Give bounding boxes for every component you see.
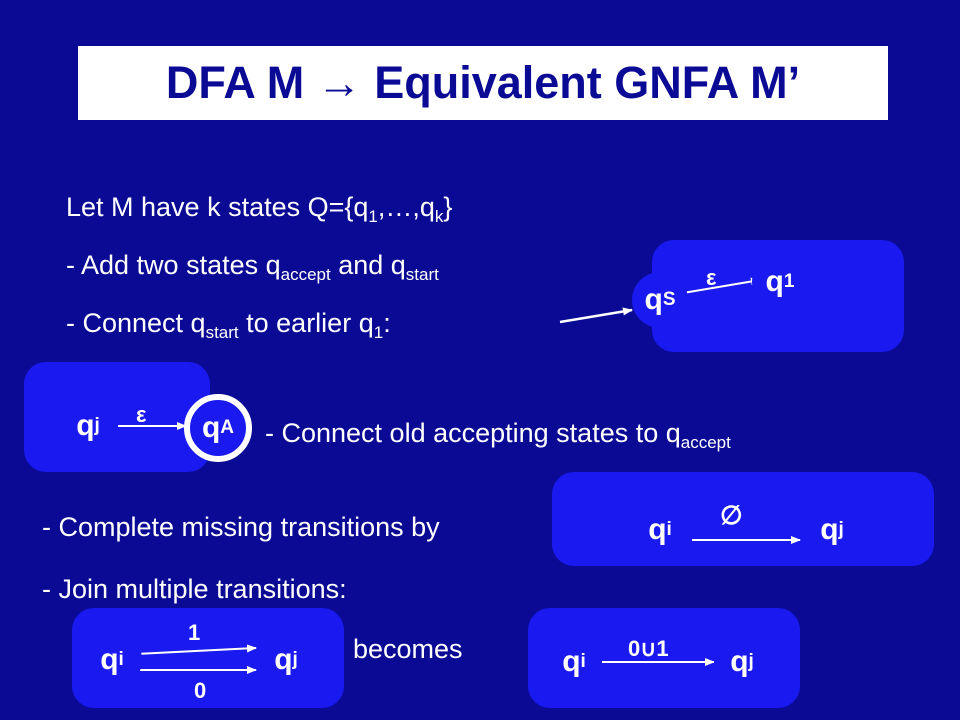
arrow-multi-top: [135, 644, 257, 655]
line-add-sub-accept: accept: [280, 265, 331, 284]
line-accept-sub-accept: accept: [680, 433, 731, 452]
state-q-start-sub: S: [662, 289, 676, 310]
state-qj-union-sub: j: [748, 651, 754, 672]
title-box: DFA M → Equivalent GNFA M’: [78, 46, 888, 120]
state-q1-sub: 1: [783, 271, 795, 292]
line-join-text: - Join multiple transitions:: [42, 574, 347, 604]
state-qi-empty-letter: q: [648, 513, 667, 546]
line-connect-sub-1: 1: [373, 323, 384, 342]
state-qj-multi-letter: q: [274, 643, 293, 676]
line-add-sub-start: start: [405, 265, 439, 284]
becomes-text: becomes: [353, 634, 463, 664]
line-complete-text: - Complete missing transitions by: [42, 512, 440, 542]
line-add-states: - Add two states qaccept and qstart: [66, 250, 439, 285]
line-complete: - Complete missing transitions by: [42, 512, 440, 543]
line-states-sub-k: k: [434, 207, 444, 226]
label-empty-set: ∅: [720, 500, 743, 530]
line-add-text-a: - Add two states q: [66, 250, 281, 280]
arrow-start-to-q1: [682, 277, 761, 294]
state-q1-letter: q: [765, 265, 784, 298]
line-states-sub-1: 1: [368, 207, 378, 226]
state-qj-multi-sub: j: [292, 649, 298, 670]
state-q-accept-sub: A: [220, 417, 235, 438]
line-connect-start: - Connect qstart to earlier q1:: [66, 308, 391, 343]
line-connect-sub-start: start: [205, 323, 239, 342]
state-qj-accept-letter: q: [76, 409, 95, 442]
line-connect-text-b: to earlier q: [238, 308, 374, 338]
state-qj-union-letter: q: [730, 645, 749, 678]
line-states-text-a: Let M have k states Q={q: [66, 192, 369, 222]
state-qi-union-letter: q: [562, 645, 581, 678]
label-multi-1: 1: [188, 620, 201, 645]
state-qi-multi-sub: i: [118, 649, 124, 670]
line-connect-accept: - Connect old accepting states to qaccep…: [265, 418, 731, 453]
empty-panel: [552, 472, 934, 566]
state-qi-empty-sub: i: [666, 519, 672, 540]
label-union: 0∪1: [628, 636, 669, 661]
accept-panel: [24, 362, 210, 472]
line-connect-text-c: :: [383, 308, 391, 338]
state-qj-empty-letter: q: [820, 513, 839, 546]
arrow-into-start: [559, 307, 633, 324]
state-q-accept-letter: q: [201, 411, 221, 444]
state-qi-multi-letter: q: [100, 643, 119, 676]
line-add-text-b: and q: [330, 250, 406, 280]
line-accept-text-a: - Connect old accepting states to q: [265, 418, 681, 448]
line-connect-text-a: - Connect q: [66, 308, 206, 338]
line-states-text-b: ,…,q: [377, 192, 435, 222]
line-states-text-c: }: [443, 192, 453, 222]
line-join: - Join multiple transitions:: [42, 574, 347, 605]
page-title: DFA M → Equivalent GNFA M’: [165, 57, 801, 108]
state-qj-empty-sub: j: [838, 519, 844, 540]
state-qi-union-sub: i: [580, 651, 586, 672]
label-start-epsilon: ε: [706, 265, 717, 290]
becomes-label: becomes: [353, 634, 463, 665]
label-multi-0: 0: [194, 678, 207, 703]
state-q-start-letter: q: [644, 283, 663, 316]
label-accept-epsilon: ε: [136, 402, 147, 427]
line-states: Let M have k states Q={q1,…,qk}: [66, 192, 452, 227]
state-qj-accept-sub: j: [94, 415, 100, 436]
